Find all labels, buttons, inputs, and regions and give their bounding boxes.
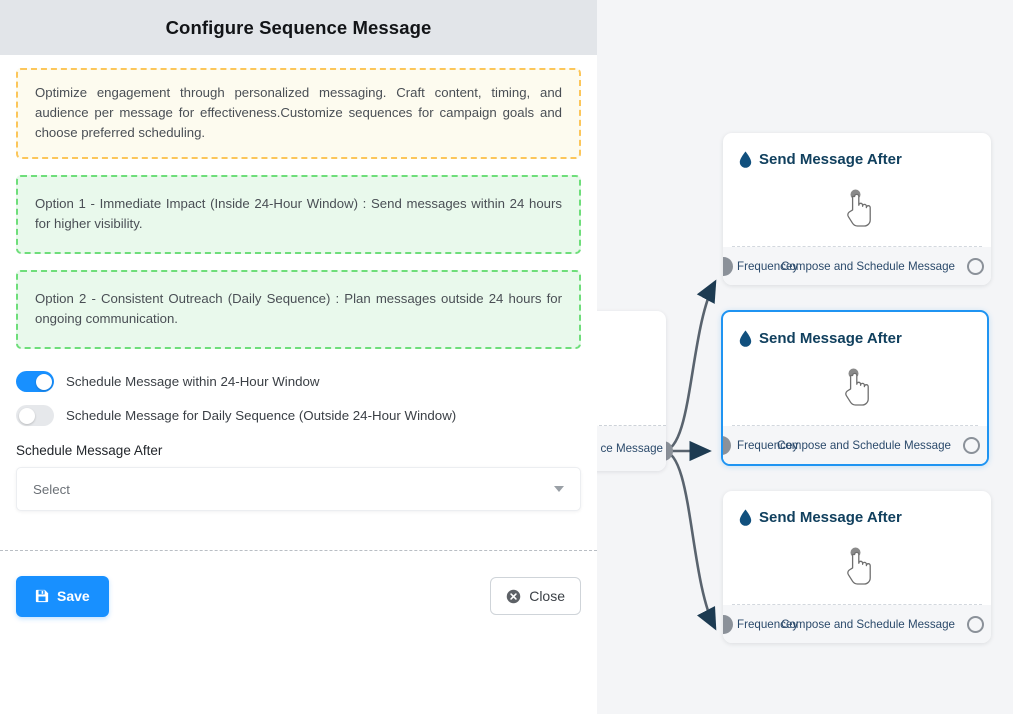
schedule-message-after-label: Schedule Message After [16,443,163,458]
panel-footer: Save Close [0,566,597,626]
schedule-message-after-select[interactable]: Select [16,467,581,511]
node-frequency-label: Frequencey [737,259,799,273]
page-title: Configure Sequence Message [165,16,432,38]
flow-canvas[interactable]: ce Message Send Message After [597,0,1013,714]
info-callout-option-1: Option 1 - Immediate Impact (Inside 24-H… [16,175,581,254]
node-footer: Frequencey Compose and Schedule Message [723,247,991,285]
output-port[interactable] [963,436,980,454]
node-frequency-label: Frequencey [737,617,799,631]
water-drop-icon [739,509,752,526]
toggle-row-within-24h: Schedule Message within 24-Hour Window [16,371,581,392]
node-title-row: Send Message After [723,133,991,168]
node-title-label: Send Message After [759,330,902,347]
node-separator [732,604,982,605]
node-frequency-label: Frequencey [737,438,799,452]
toggle-schedule-daily-sequence[interactable] [16,405,54,426]
upstream-node-card[interactable]: ce Message [597,311,666,471]
info-callout-option-2: Option 2 - Consistent Outreach (Daily Se… [16,270,581,349]
toggle-schedule-within-24-hour-window[interactable] [16,371,54,392]
node-card-send-message-after-2[interactable]: Send Message After Frequencey Compose an… [721,310,989,466]
node-card-send-message-after-1[interactable]: Send Message After Frequencey Compose an… [723,133,991,285]
info-callout-intro: Optimize engagement through personalized… [16,68,581,159]
footer-divider [0,550,597,551]
upstream-node-footer: ce Message [597,426,666,471]
toggle-label-daily-sequence: Schedule Message for Daily Sequence (Out… [66,408,457,423]
toggle-row-daily-sequence: Schedule Message for Daily Sequence (Out… [16,405,581,426]
node-compose-label: Compose and Schedule Message [776,438,951,452]
pointing-hand-icon [840,187,874,227]
water-drop-icon [739,151,752,168]
toggle-knob [18,407,35,424]
input-port[interactable] [723,435,731,455]
save-button[interactable]: Save [16,575,109,617]
node-card-send-message-after-3[interactable]: Send Message After Frequencey Compose an… [723,491,991,643]
node-footer: Frequencey Compose and Schedule Message [723,426,987,464]
toggle-label-within-24h: Schedule Message within 24-Hour Window [66,374,320,389]
output-port[interactable] [967,615,984,633]
close-button[interactable]: Close [490,577,581,615]
pointing-hand-icon [838,366,872,406]
save-button-label: Save [57,588,90,604]
node-separator [732,246,982,247]
node-compose-label: Compose and Schedule Message [780,259,955,273]
output-port[interactable] [967,257,984,275]
water-drop-icon [739,330,752,347]
node-title-row: Send Message After [723,312,987,347]
node-separator [732,425,978,426]
panel-header: Configure Sequence Message [0,0,597,55]
configure-sequence-panel: Configure Sequence Message Optimize enga… [0,0,597,626]
panel-body: Optimize engagement through personalized… [0,55,597,511]
upstream-node-footer-label: ce Message [600,442,663,455]
node-compose-label: Compose and Schedule Message [780,617,955,631]
node-body [723,347,987,425]
pointing-hand-icon [840,545,874,585]
node-title-label: Send Message After [759,151,902,168]
toggle-knob [35,373,52,390]
node-footer: Frequencey Compose and Schedule Message [723,605,991,643]
input-port[interactable] [723,256,733,276]
floppy-disk-icon [35,589,49,603]
node-title-label: Send Message After [759,509,902,526]
select-value: Select [33,481,70,497]
node-title-row: Send Message After [723,491,991,526]
node-separator [597,425,666,426]
chevron-down-icon [554,486,564,492]
close-circle-icon [506,589,521,604]
node-body [723,168,991,246]
close-button-label: Close [529,588,565,604]
input-port[interactable] [723,614,733,634]
node-body [723,526,991,604]
